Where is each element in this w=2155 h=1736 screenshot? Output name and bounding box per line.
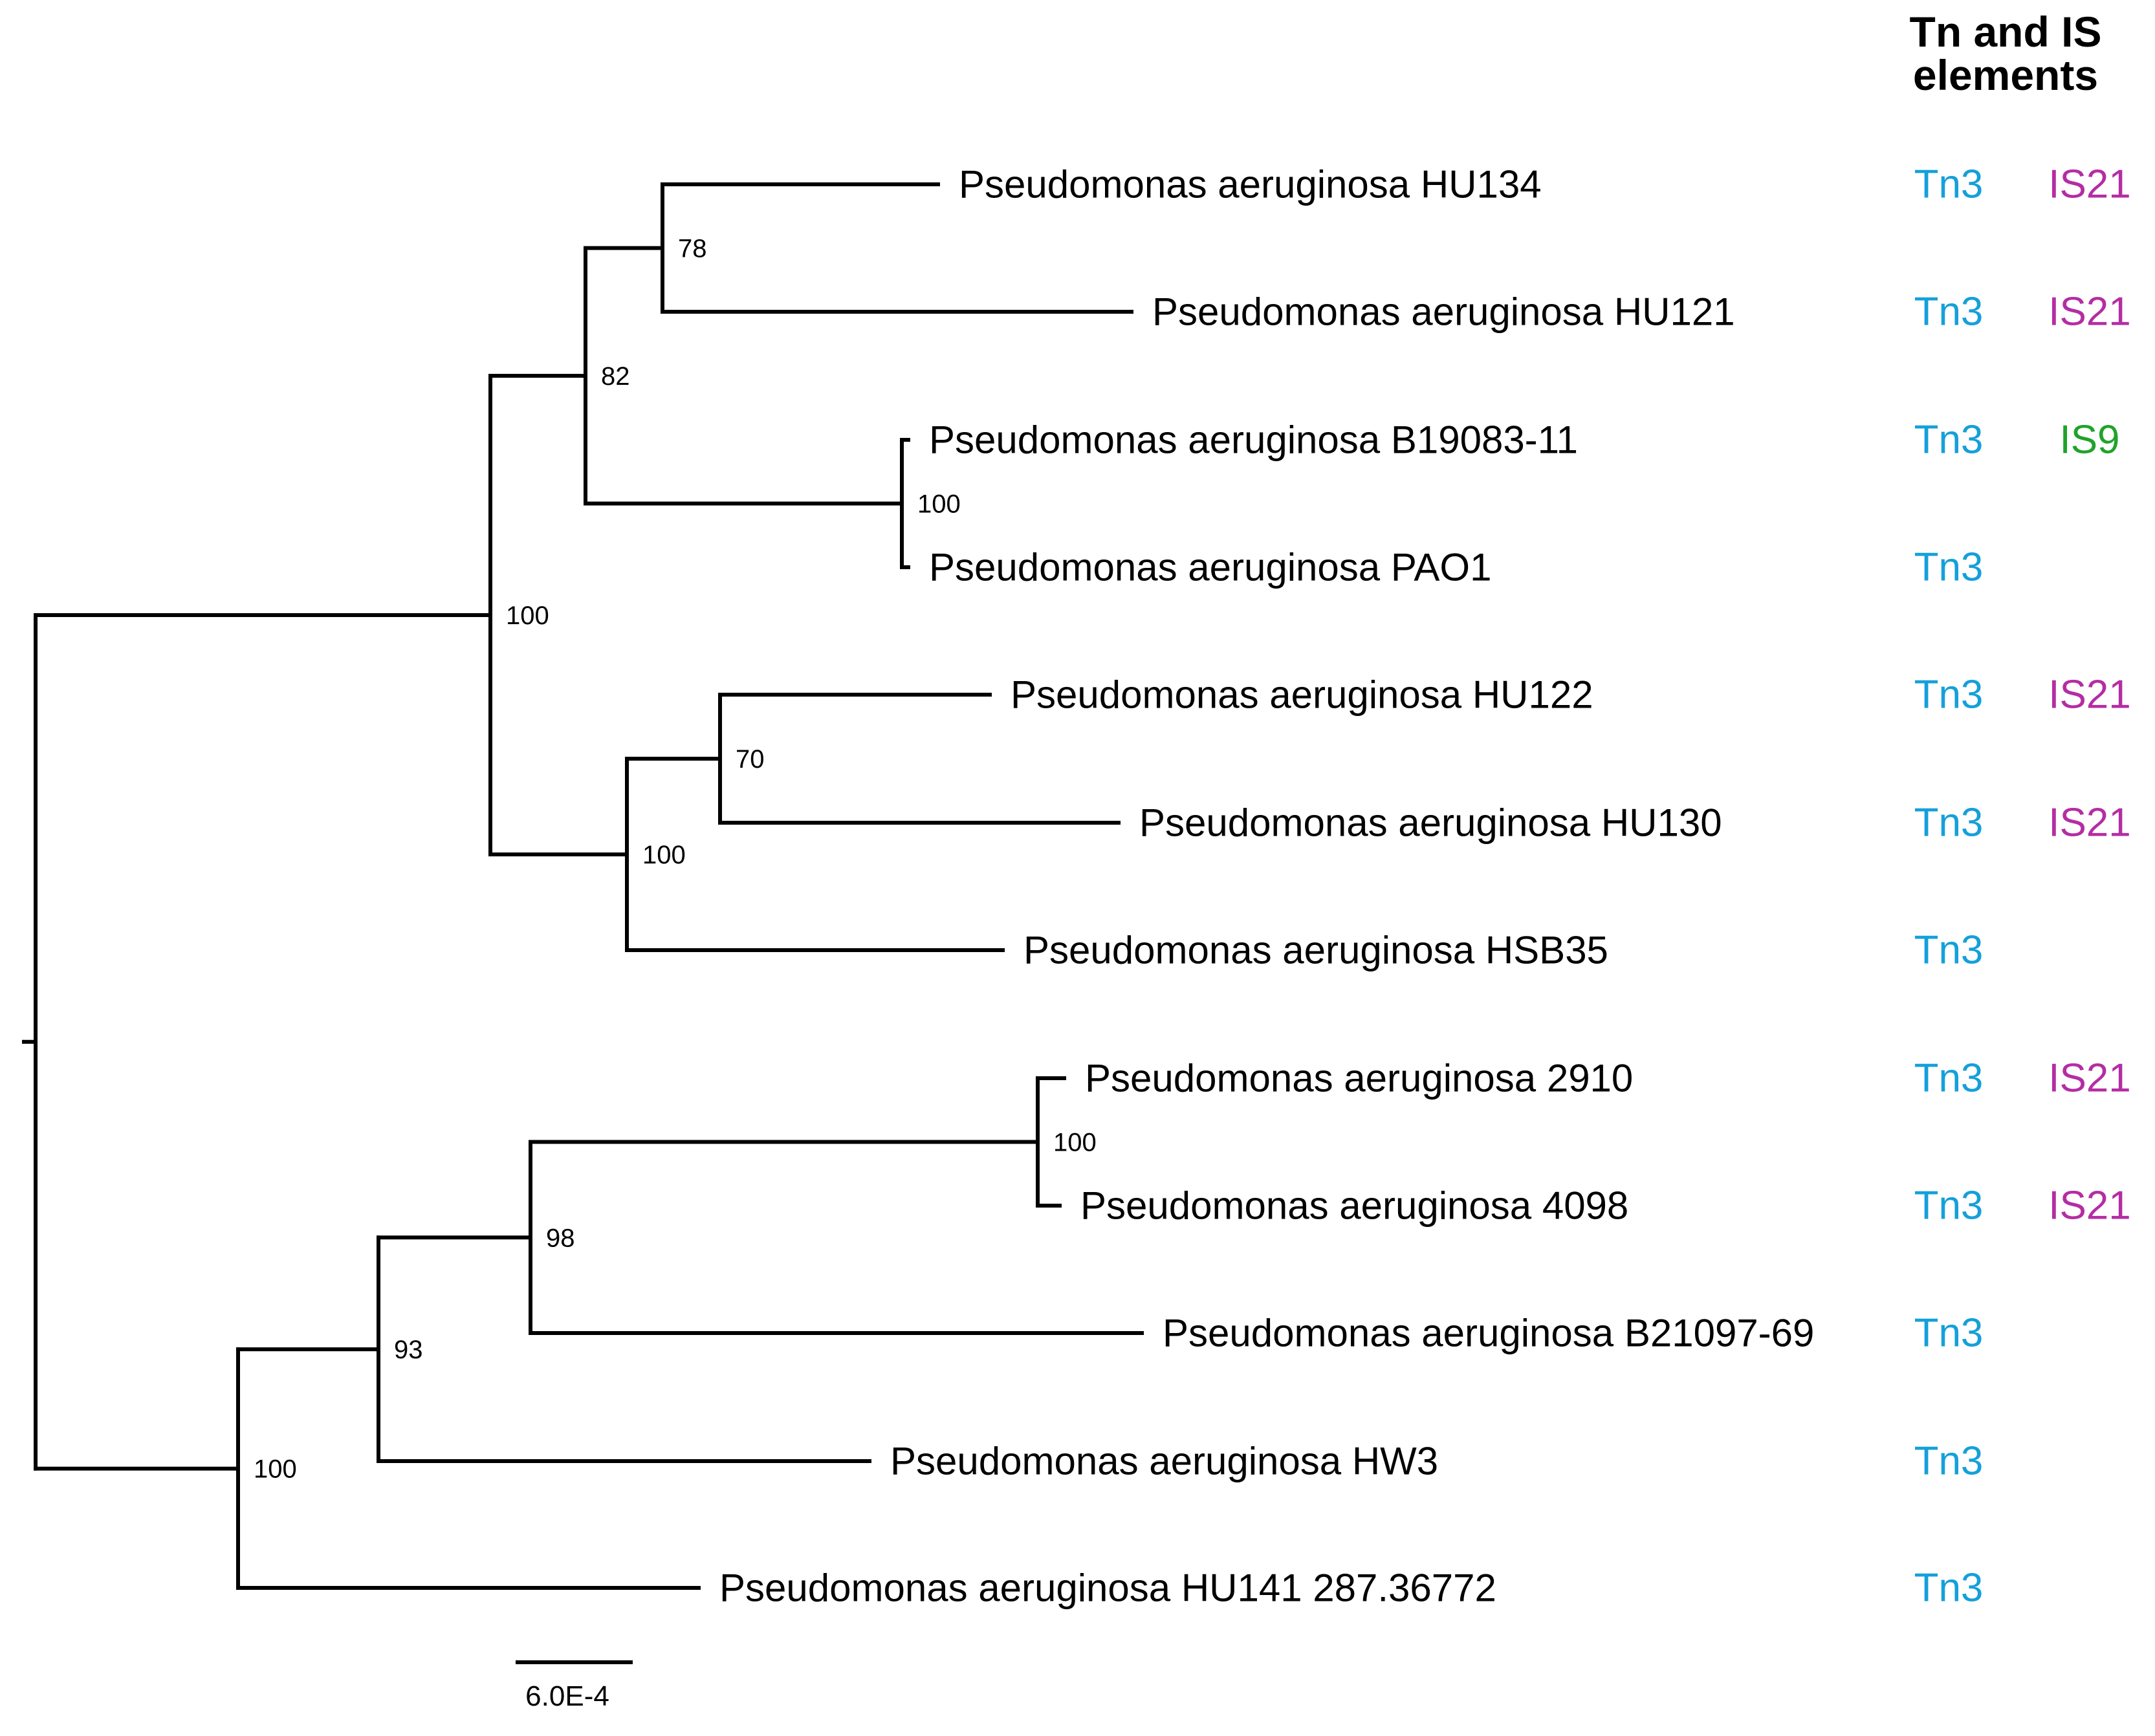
is-element-label: IS21: [2048, 1056, 2131, 1101]
elements-column-header-line1: Tn and IS: [1909, 8, 2102, 56]
tn-element-label: Tn3: [1914, 672, 1984, 717]
tn-element-label: Tn3: [1914, 1310, 1984, 1356]
tn-element-label: Tn3: [1914, 545, 1984, 590]
tn-element-label: Tn3: [1914, 800, 1984, 845]
taxon-label: Pseudomonas aeruginosa HU134: [959, 162, 1542, 206]
tn-element-label: Tn3: [1914, 162, 1984, 207]
taxon-label: Pseudomonas aeruginosa HSB35: [1023, 928, 1608, 972]
bootstrap-support-label: 100: [1053, 1129, 1097, 1157]
taxon-label: Pseudomonas aeruginosa HU121: [1152, 290, 1735, 334]
is-element-label: IS21: [2048, 1183, 2131, 1228]
bootstrap-support-label: 70: [736, 745, 765, 774]
taxon-label: Pseudomonas aeruginosa 4098: [1080, 1184, 1629, 1228]
taxon-label: Pseudomonas aeruginosa B19083-11: [929, 418, 1578, 462]
bootstrap-support-label: 100: [506, 602, 549, 630]
taxon-label: Pseudomonas aeruginosa HU122: [1011, 673, 1593, 717]
tn-element-label: Tn3: [1914, 417, 1984, 462]
is-element-label: IS21: [2048, 800, 2131, 845]
is-element-label: IS21: [2048, 162, 2131, 207]
taxon-label: Pseudomonas aeruginosa PAO1: [929, 545, 1492, 589]
elements-column-header-line2: elements: [1912, 51, 2099, 100]
scale-bar-label: 6.0E-4: [525, 1680, 609, 1712]
tn-element-label: Tn3: [1914, 1056, 1984, 1101]
bootstrap-support-label: 93: [394, 1336, 423, 1364]
taxon-label: Pseudomonas aeruginosa B21097-69: [1163, 1311, 1815, 1355]
tn-element-label: Tn3: [1914, 928, 1984, 973]
taxon-label: Pseudomonas aeruginosa HU141 287.36772: [719, 1566, 1496, 1610]
tn-element-label: Tn3: [1914, 289, 1984, 334]
taxon-label: Pseudomonas aeruginosa HW3: [890, 1439, 1439, 1483]
taxon-label: Pseudomonas aeruginosa HU130: [1139, 801, 1722, 845]
is-element-label: IS21: [2048, 289, 2131, 334]
taxon-label: Pseudomonas aeruginosa 2910: [1085, 1056, 1634, 1100]
bootstrap-support-label: 82: [601, 362, 630, 391]
elements-column-header: Tn and IS elements: [1910, 10, 2102, 98]
bootstrap-support-label: 78: [678, 235, 707, 263]
tn-element-label: Tn3: [1914, 1438, 1984, 1484]
bootstrap-support-label: 100: [254, 1455, 297, 1484]
bootstrap-support-label: 98: [546, 1224, 575, 1252]
is-element-label: IS21: [2048, 672, 2131, 717]
tn-element-label: Tn3: [1914, 1565, 1984, 1611]
tn-element-label: Tn3: [1914, 1183, 1984, 1228]
bootstrap-support-label: 100: [917, 490, 961, 519]
bootstrap-support-label: 100: [642, 841, 686, 869]
is-element-label: IS9: [2059, 417, 2120, 462]
